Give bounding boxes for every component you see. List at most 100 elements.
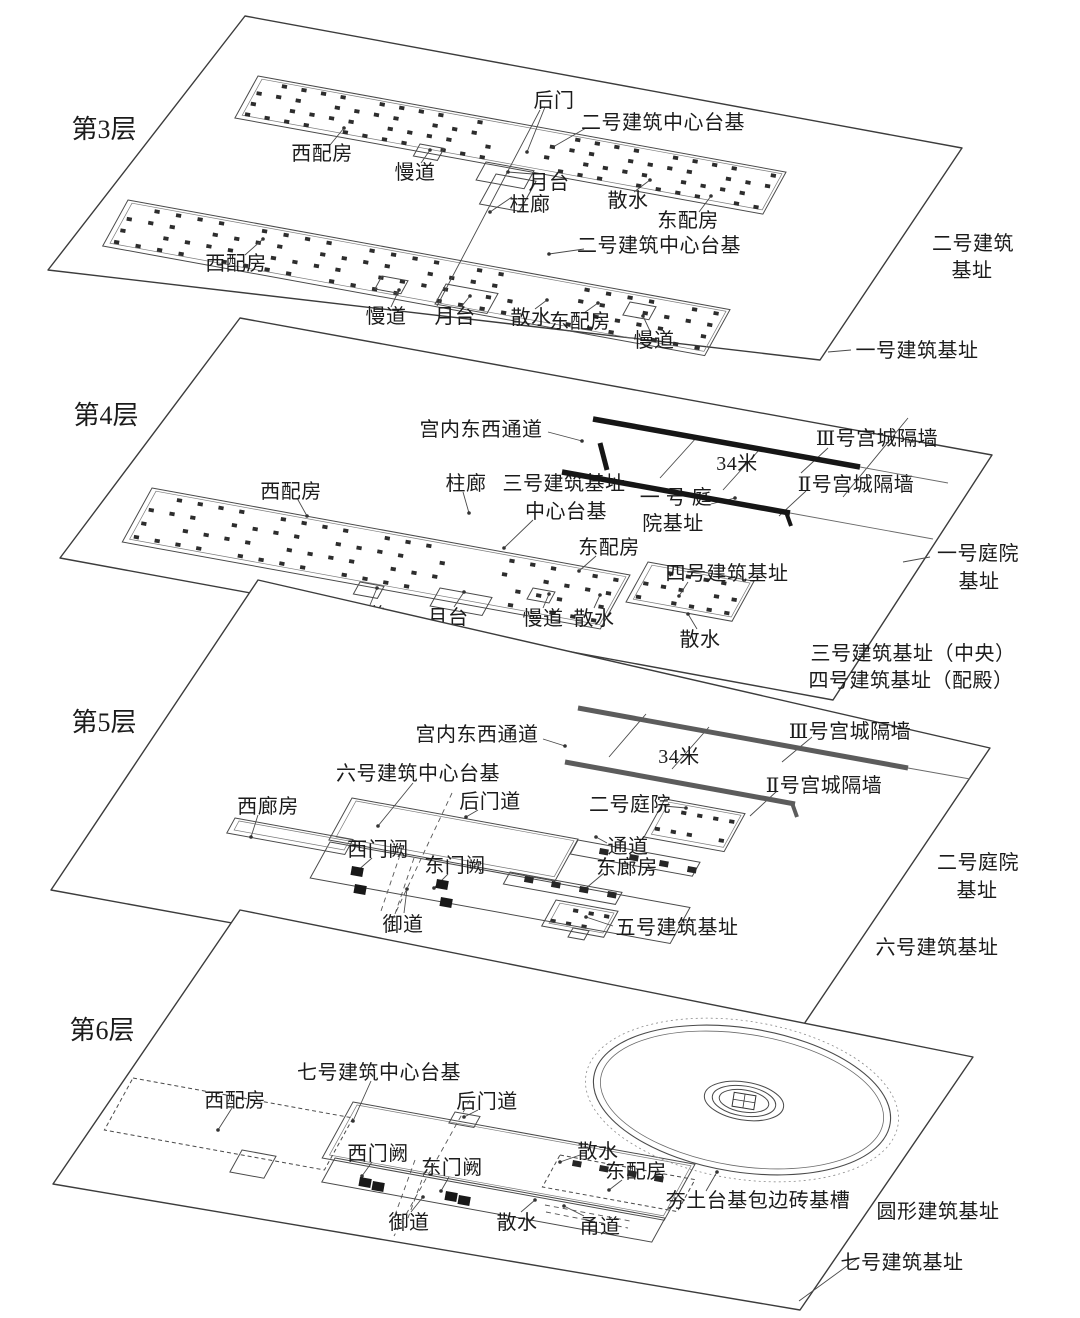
column-base-dot (227, 247, 234, 253)
column-base-dot (485, 294, 492, 300)
column-base-dot (328, 115, 335, 121)
platform-inner-outline (233, 820, 350, 851)
annotation-label: 散水 (578, 1140, 619, 1163)
palace-wall (577, 705, 909, 771)
column-base-dot (319, 252, 326, 257)
leader-line (250, 814, 259, 838)
column-base-dot (322, 524, 328, 530)
annotation-label: 34米 (716, 452, 758, 475)
leader-dot (439, 1189, 443, 1193)
gate-tower-block (444, 1191, 458, 1202)
annotation-label: 西配房 (260, 480, 322, 503)
gate-tower-block (371, 1181, 385, 1192)
column-base-dot (176, 498, 183, 503)
column-base-dot (613, 144, 620, 150)
leader-dot (594, 835, 598, 839)
platform-outline (540, 899, 619, 938)
leader-line (552, 127, 587, 148)
column-base-dot (340, 94, 347, 100)
colonnade-block (571, 1160, 582, 1168)
column-base-dot (733, 201, 740, 206)
column-base-dot (764, 183, 771, 189)
column-base-dot (753, 204, 759, 210)
leader-dot (432, 886, 436, 890)
platform-outline (234, 75, 787, 215)
annotation-label: 夯土台基包边砖基槽 (666, 1189, 851, 1212)
platform-outline (229, 1149, 277, 1179)
column-base-dot (135, 243, 142, 249)
platform-outline-group (622, 301, 657, 321)
column-base-dot (197, 217, 203, 222)
column-base-dot (120, 228, 126, 234)
column-base-dot (557, 169, 564, 174)
annotation-label: 慢道 (523, 607, 564, 630)
column-base-dot (286, 547, 293, 553)
column-base-dot (382, 580, 389, 585)
center-ring (711, 1084, 777, 1118)
annotation-label: 慢道 (634, 329, 675, 352)
circle-outer-edge (592, 1024, 892, 1176)
column-base-dot (694, 345, 701, 351)
column-base-dot (148, 507, 155, 513)
column-base-dot (362, 576, 368, 582)
column-base-dot (731, 597, 738, 603)
leader-dot (305, 514, 309, 518)
gate-tower-block (358, 1177, 372, 1188)
column-base-dot (327, 555, 334, 561)
platform-inner-outline (328, 1104, 692, 1217)
leader-line (403, 888, 408, 914)
column-base-dot (242, 263, 249, 269)
annotation-label: 五号建筑基址 (616, 916, 739, 939)
platform-outline (622, 301, 657, 321)
annotation-label: 散水 (511, 306, 552, 329)
leader-line (659, 436, 698, 479)
column-base-dot (565, 322, 572, 327)
annotation-label: 御道 (383, 913, 424, 936)
leader-line (465, 809, 479, 818)
platform-outline-group (374, 275, 409, 295)
column-base-dot (614, 318, 621, 324)
platform-outline-group (569, 839, 701, 877)
column-base-dot (660, 584, 667, 590)
column-base-dot (264, 267, 271, 272)
annotation-label: 西配房 (291, 142, 353, 165)
building-platform (643, 798, 746, 853)
column-base-dot (421, 283, 427, 288)
annotation-label: 柱廊 (510, 193, 551, 216)
column-base-dot (666, 165, 673, 171)
column-base-dot (507, 298, 513, 304)
column-base-dot (706, 607, 713, 613)
annotation-label: Ⅲ号宫城隔墙 (816, 427, 938, 450)
platform-outline (448, 1111, 481, 1129)
platform-outline-group (434, 283, 499, 315)
leader-line (585, 916, 614, 927)
leader-line (440, 1176, 450, 1192)
axis-dashed-line (394, 857, 415, 915)
column-base-dot (470, 279, 477, 285)
leader-dot (351, 1119, 355, 1123)
column-base-dot (718, 838, 725, 843)
platform-outline (526, 587, 556, 604)
annotation-label: 柱廊 (446, 472, 487, 495)
column-base-dot (140, 521, 147, 526)
leader-line (678, 581, 689, 597)
layer-tag: 第3层 (71, 115, 136, 144)
column-base-dot (334, 105, 341, 111)
column-base-dot (406, 130, 413, 135)
column-base-dot (739, 190, 746, 196)
column-base-dot (657, 326, 664, 331)
column-base-dot (725, 176, 732, 182)
column-base-dot (369, 248, 375, 254)
platform-outline (101, 199, 731, 357)
column-base-dot (685, 318, 692, 324)
layer-tag: 第5层 (71, 708, 136, 737)
column-base-dot (723, 610, 730, 616)
platform-inner-outline (109, 202, 727, 352)
layer-tag: 第4层 (73, 401, 138, 430)
column-base-dot (307, 551, 313, 557)
column-base-dot (341, 572, 348, 578)
leader-dot (733, 496, 737, 500)
building-platform (121, 487, 631, 630)
wall-extension-line (907, 767, 971, 780)
